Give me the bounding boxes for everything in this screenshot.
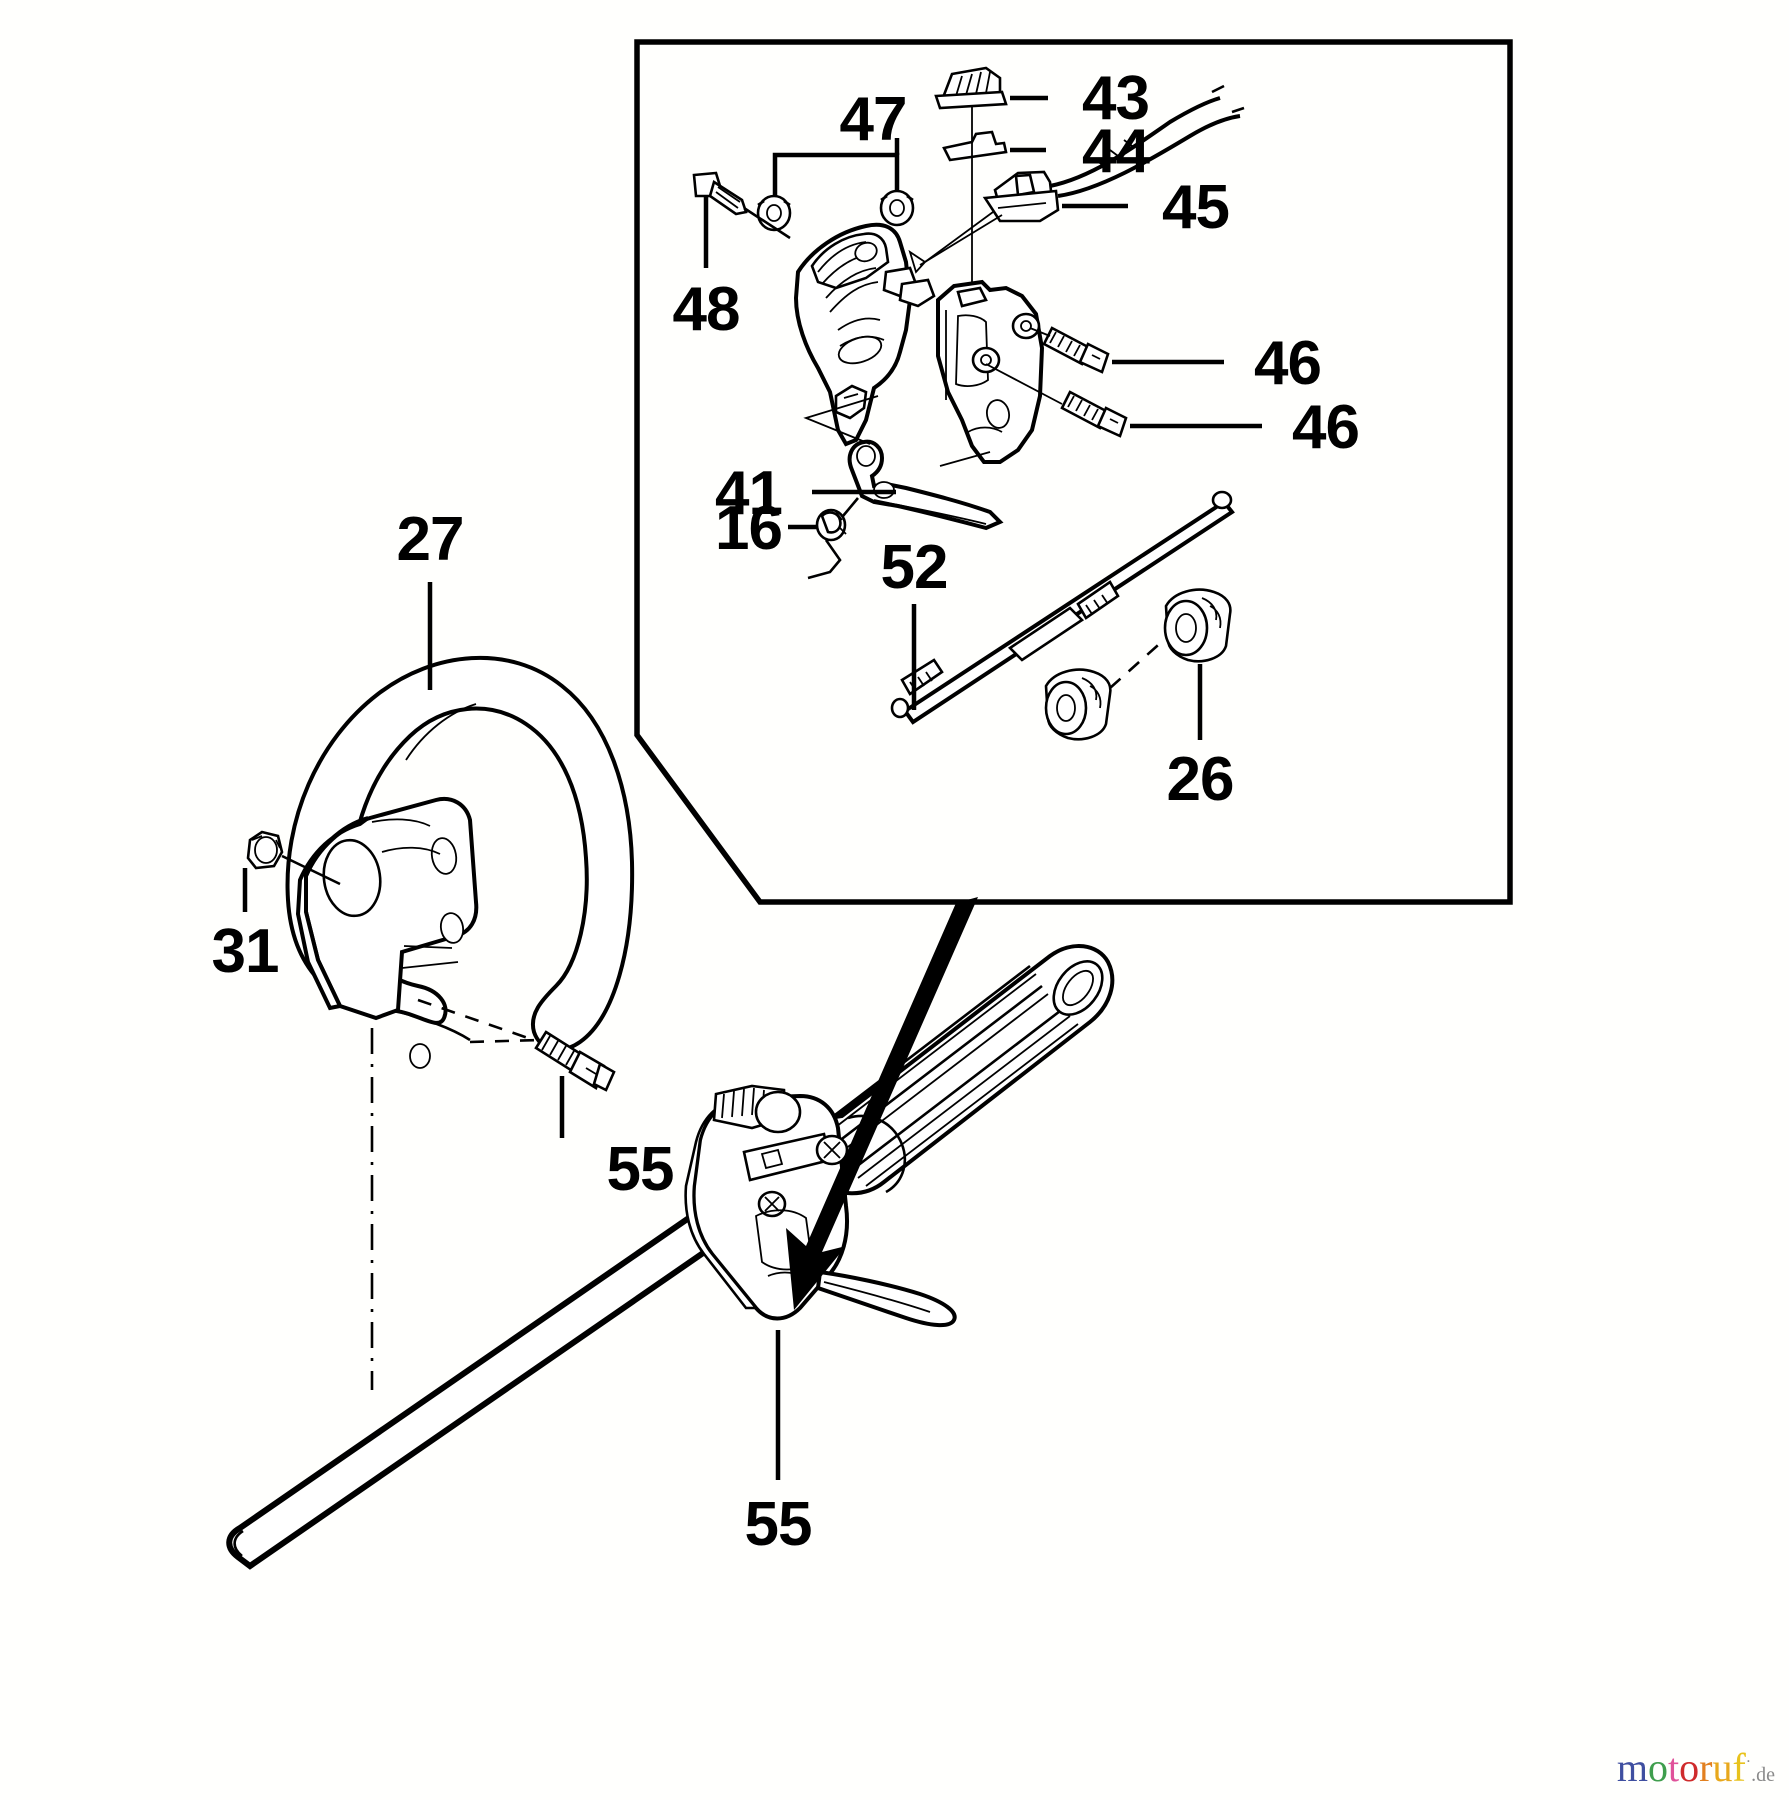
watermark-letter-r: r xyxy=(1699,1745,1713,1790)
watermark-letter-f: f xyxy=(1732,1745,1746,1790)
part-45-stop-switch xyxy=(982,84,1245,223)
callout-31: 55 xyxy=(607,1135,674,1204)
part-55-throttle-handle-assembly xyxy=(684,943,1115,1327)
callout-46-upper: 46 xyxy=(1254,329,1321,398)
part-42-spring xyxy=(788,497,859,580)
watermark-dot: · xyxy=(1745,1753,1752,1771)
part-48-screw xyxy=(692,171,791,268)
part-46-screw-lower xyxy=(985,363,1262,438)
watermark-letter-o2: o xyxy=(1679,1745,1700,1790)
watermark-letter-t: t xyxy=(1668,1745,1680,1790)
part-throttle-housing-right xyxy=(936,279,1045,464)
part-52-grommets xyxy=(1044,588,1232,741)
part-16-throttle-cable xyxy=(890,490,1235,725)
loop-handle-bracket xyxy=(295,797,479,1069)
callout-27: 31 xyxy=(212,917,279,986)
callout-26: 27 xyxy=(397,505,464,574)
callout-47: 47 xyxy=(840,85,907,154)
inset-to-main-arrow xyxy=(786,897,978,1310)
watermark-letter-o1: o xyxy=(1648,1745,1668,1790)
callout-55: 55 xyxy=(745,1490,812,1559)
part-46-screw-upper xyxy=(1029,326,1224,374)
watermark-suffix: .de xyxy=(1751,1764,1775,1786)
callout-41: 41 xyxy=(715,459,782,528)
part-31-bolt xyxy=(417,998,616,1138)
trigger-assembly-bracket xyxy=(803,395,879,445)
callout-48: 48 xyxy=(673,275,740,344)
callout-45: 45 xyxy=(1162,173,1229,242)
assembly-pointer-arrow xyxy=(908,211,994,274)
callout-43: 43 xyxy=(1082,64,1149,133)
watermark-letter-u: u xyxy=(1712,1745,1733,1790)
detail-callout-box xyxy=(634,39,1513,905)
part-43-switch-cover xyxy=(934,66,1048,110)
callout-52: 26 xyxy=(1167,745,1234,814)
callout-46-lower: 46 xyxy=(1292,393,1359,462)
part-27-nut xyxy=(242,830,341,912)
watermark-motoruf: motoruf·.de xyxy=(1617,1748,1775,1788)
part-44-contact-plate xyxy=(942,130,1046,162)
assembly-pointer-line xyxy=(919,214,1003,266)
callout-16: 52 xyxy=(881,533,948,602)
trigger-link-line xyxy=(939,451,991,467)
callout-42: 16 xyxy=(715,494,782,563)
watermark-letter-m: m xyxy=(1616,1745,1648,1790)
part-throttle-housing-left xyxy=(793,222,936,447)
